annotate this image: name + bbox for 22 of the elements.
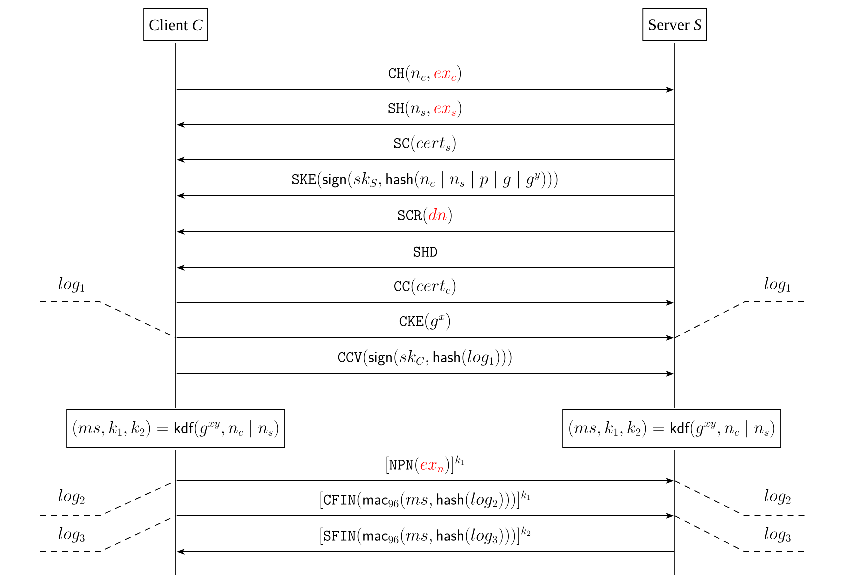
log-label: $log_3$ (58, 527, 85, 543)
edge-label: $\mathtt{CC}(cert_c)$ (392, 277, 458, 297)
edge-label: $\mathtt{SC}(cert_s)$ (392, 134, 458, 154)
log-label: $log_1$ (58, 277, 84, 293)
log-label: $log_2$ (765, 489, 791, 505)
edge-label: $\mathtt{CCV}(\mathsf{sign}(sk_C, \mathsf{hash}(log_1)))$ (336, 348, 514, 368)
edge-label: $\mathtt{SH}(n_s, {\color{red}ex_s})$ (386, 99, 464, 119)
computation-box: $(ms, k_1, k_2) = \mathsf{kdf}(g^{xy}, n_c \mid n_s)$ (562, 410, 782, 448)
edge-label: $\mathtt{SKE}(\mathsf{sign}(sk_S, \mathsf{hash}(n_c \mid n_s \mid p \mid g \mid g^y)))$ (290, 170, 560, 190)
participant-box: Client C (144, 8, 208, 42)
edge-label: $\mathtt{SHD}$ (412, 246, 439, 258)
log-label: $log_1$ (765, 277, 790, 293)
edge-label: $[\mathtt{NPN}({\color{red}ex_n})]^{k_1}$ (384, 454, 468, 476)
log-label: $log_2$ (58, 489, 85, 505)
edge-label: $\mathtt{CKE}(g^x)$ (398, 312, 453, 332)
edge-label: $[\mathtt{CFIN}(\mathsf{mac}_{96}(ms, \mathsf{hash}(log_2)))]^{k_1}$ (318, 490, 533, 510)
edge-label: $\mathtt{CH}(n_c, {\color{red}ex_c})$ (387, 64, 464, 84)
log-label: $log_3$ (765, 527, 791, 543)
edge-label: $\mathtt{SCR}({\color{red}dn})$ (396, 206, 454, 226)
participant-box: Server S (642, 8, 708, 42)
computation-box: $(ms, k_1, k_2) = \mathsf{kdf}(g^{xy}, n_c \mid n_s)$ (66, 410, 286, 448)
edge-label: $[\mathtt{SFIN}(\mathsf{mac}_{96}(ms, \mathsf{hash}(log_3)))]^{k_2}$ (318, 526, 533, 546)
